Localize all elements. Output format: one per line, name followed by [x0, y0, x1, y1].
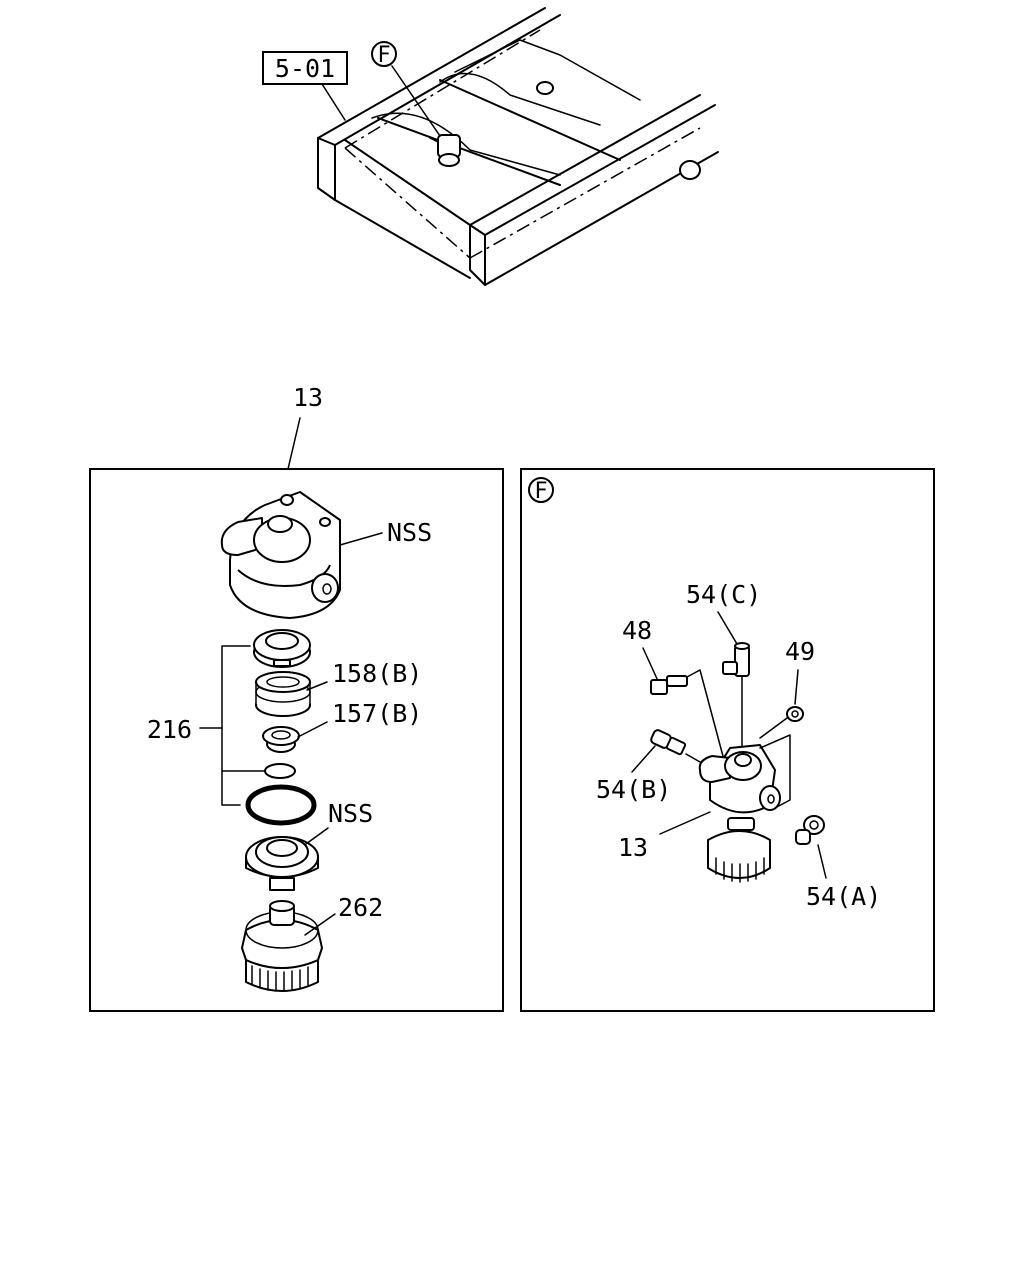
- right-panel-frame: [520, 468, 935, 1012]
- leader-157b: [297, 721, 328, 738]
- label-157b: 157(B): [332, 699, 422, 728]
- assembly-callout-leader: [287, 417, 301, 470]
- fitting-54b: [650, 729, 701, 763]
- view-f-marker-overview: F: [371, 41, 397, 68]
- view-f-marker-label: F: [377, 43, 390, 68]
- label-262: 262: [338, 893, 383, 922]
- label-54c: 54(C): [686, 580, 761, 609]
- leader-seal-nss: [305, 827, 329, 845]
- view-f-marker-panel: F: [528, 477, 554, 504]
- chassis-frame-illustration: [317, 7, 719, 286]
- leader-13-right: [659, 811, 711, 835]
- left-panel-frame: [89, 468, 504, 1012]
- leader-housing-nss: [339, 532, 383, 546]
- element-seal: [245, 836, 319, 891]
- small-o-ring: [264, 763, 296, 779]
- cup-157b: [262, 726, 300, 753]
- label-kit-216: 216: [147, 715, 192, 744]
- label-54a: 54(A): [806, 882, 881, 911]
- filter-assembly-13: [698, 734, 791, 883]
- label-48: 48: [622, 616, 652, 645]
- fitting-54c: [722, 642, 750, 761]
- label-158b: 158(B): [332, 659, 422, 688]
- leader-54b: [631, 745, 656, 773]
- top-washer: [253, 629, 311, 668]
- leader-48: [642, 647, 659, 682]
- spring-158b: [255, 671, 311, 717]
- label-49: 49: [785, 637, 815, 666]
- assembly-callout-13: 13: [293, 383, 323, 412]
- kit-216-bracket: [199, 645, 266, 806]
- nut-49: [759, 706, 804, 739]
- leader-49: [794, 669, 799, 705]
- leader-262: [304, 913, 336, 936]
- label-seal-nss: NSS: [328, 799, 373, 828]
- fitting-54a: [795, 815, 825, 845]
- leader-54a: [817, 844, 827, 879]
- leader-54c: [717, 611, 738, 645]
- bowl-262: [241, 900, 323, 992]
- view-f-panel-label: F: [534, 479, 547, 504]
- ref-box-label: 5-01: [275, 54, 335, 83]
- large-o-ring: [245, 784, 317, 826]
- label-54b: 54(B): [596, 775, 671, 804]
- filter-location-icon: [429, 134, 461, 167]
- label-13-right: 13: [618, 833, 648, 862]
- leader-158b: [306, 681, 328, 691]
- label-housing-nss: NSS: [387, 518, 432, 547]
- ref-box-5-01: 5-01: [262, 51, 348, 85]
- bolt-48: [650, 669, 725, 761]
- filter-head-housing: [220, 491, 341, 619]
